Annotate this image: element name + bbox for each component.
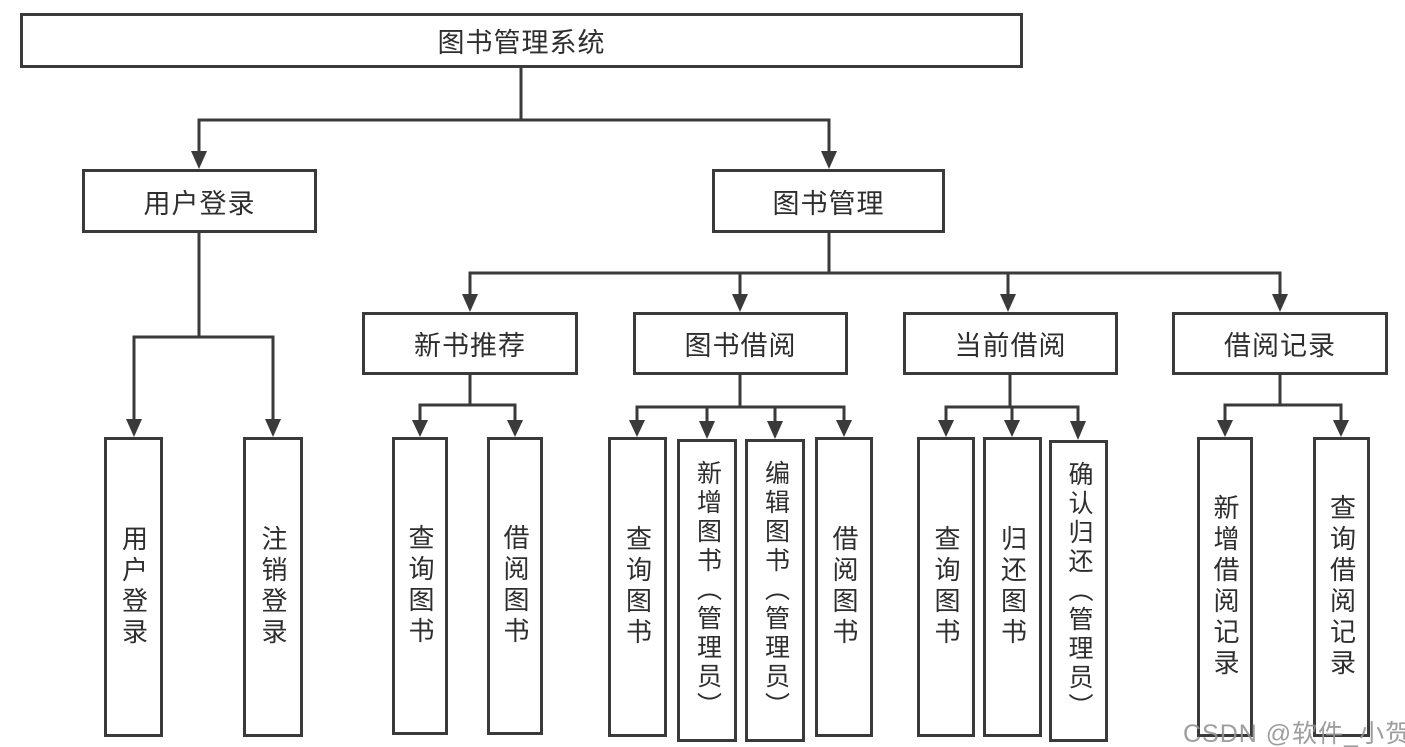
leaf-cb-confirm-return-admin: 确认归还（管理员） <box>1049 440 1108 742</box>
watermark: CSDN @软件_小贺同学 <box>1183 720 1405 747</box>
node-user-login: 用户登录 <box>82 169 317 233</box>
leaf-br-add-record: 新增借阅记录 <box>1197 437 1253 737</box>
leaf-cb-query-books: 查询图书 <box>917 437 975 737</box>
leaf-user-login: 用户登录 <box>104 437 163 737</box>
node-current-borrow: 当前借阅 <box>903 312 1118 375</box>
leaf-nb-query-books: 查询图书 <box>392 437 448 735</box>
leaf-br-query-record: 查询借阅记录 <box>1313 437 1370 737</box>
node-book-borrow: 图书借阅 <box>633 312 848 375</box>
leaf-bb-query-books: 查询图书 <box>608 437 667 737</box>
node-new-book-recommend: 新书推荐 <box>362 312 578 375</box>
node-book-management: 图书管理 <box>712 169 945 233</box>
leaf-bb-borrow-books: 借阅图书 <box>815 437 873 737</box>
leaf-logout: 注销登录 <box>243 437 303 737</box>
leaf-cb-return-books: 归还图书 <box>983 437 1042 737</box>
leaf-bb-add-books-admin: 新增图书（管理员） <box>677 439 737 742</box>
node-borrow-records: 借阅记录 <box>1172 312 1388 375</box>
leaf-bb-edit-books-admin: 编辑图书（管理员） <box>745 439 805 742</box>
leaf-nb-borrow-books: 借阅图书 <box>487 437 543 735</box>
node-library-system: 图书管理系统 <box>20 13 1023 68</box>
